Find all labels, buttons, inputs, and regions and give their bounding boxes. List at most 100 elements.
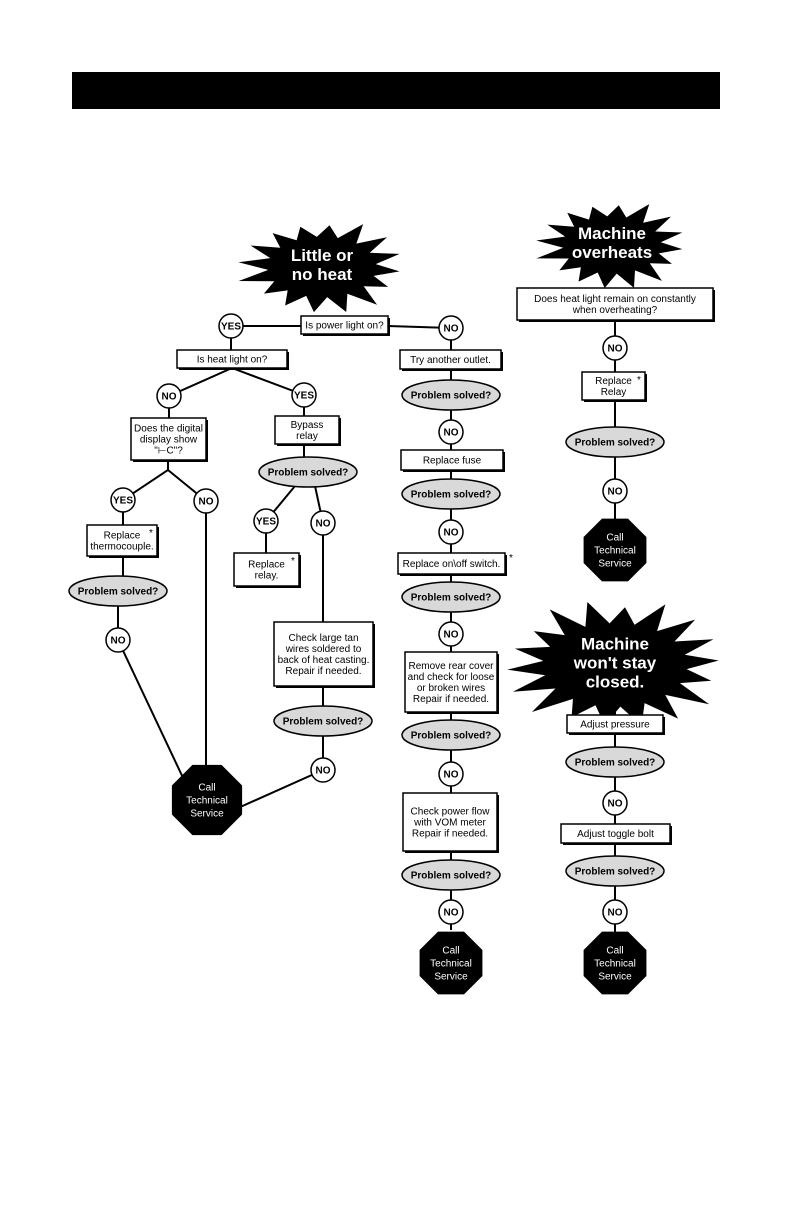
call-technical-service-stop (419, 931, 483, 995)
no-circle (438, 899, 464, 925)
yes-label-line: YES (256, 517, 276, 528)
no-label: NO (316, 766, 331, 777)
no-label-line: NO (111, 636, 126, 647)
problem-solved-label: Problem solved? (411, 391, 492, 402)
box-text-adjust_toggle-line: Adjust toggle bolt (577, 829, 654, 840)
no-label: NO (444, 324, 459, 335)
no-label: NO (444, 908, 459, 919)
no-circle (602, 790, 628, 816)
problem-solved-label-line: Problem solved? (411, 490, 492, 501)
box-text-power_flow-line: Repair if needed. (412, 829, 488, 840)
starburst-title-no_heat-line: no heat (292, 265, 353, 284)
problem-solved-ellipse (401, 719, 501, 751)
box-text-check_tan_wires-line: Check large tan (288, 633, 358, 644)
problem-solved-label-line: Problem solved? (575, 867, 656, 878)
problem-solved-ellipse (68, 575, 168, 607)
box-text-replace_fuse-line: Replace fuse (423, 456, 482, 467)
box-text-bypass_relay-line: Bypass (291, 420, 324, 431)
box-text-check_tan_wires-line: back of heat casting. (278, 655, 370, 666)
no-label: NO (444, 630, 459, 641)
call-technical-service-stop (171, 764, 243, 836)
no-label-line: NO (316, 766, 331, 777)
box-text-replace_switch: Replace on\off switch. (403, 559, 501, 570)
box-text-heat_light-line: Is heat light on? (197, 355, 268, 366)
problem-solved-label-line: Problem solved? (411, 731, 492, 742)
box-text-replace_relay_right-line: Replace (595, 376, 632, 387)
starburst-title-overheats-line: Machine (578, 224, 646, 243)
no-label-line: NO (608, 799, 623, 810)
no-label: NO (444, 528, 459, 539)
yes-label-line: YES (221, 322, 241, 333)
call-service-text-line: Service (190, 809, 224, 820)
no-label-line: NO (199, 497, 214, 508)
box-text-replace_fuse: Replace fuse (423, 456, 482, 467)
starburst-no_heat (238, 224, 400, 313)
box-replace_thermocouple (86, 524, 158, 557)
box-adjust_toggle (560, 823, 671, 844)
box-replace_relay_left (233, 552, 300, 587)
no-label: NO (111, 636, 126, 647)
no-label: NO (608, 799, 623, 810)
header-bar (72, 72, 720, 109)
yes-circle (291, 382, 317, 408)
call-service-text-line: Call (606, 533, 623, 544)
problem-solved-label: Problem solved? (268, 468, 349, 479)
no-label-line: NO (444, 428, 459, 439)
no-label-line: NO (162, 392, 177, 403)
no-label-line: NO (444, 324, 459, 335)
yes-label: YES (256, 517, 276, 528)
yes-circle (218, 313, 244, 339)
asterisk-mark: * (149, 528, 153, 539)
box-digital_display (130, 417, 207, 461)
problem-solved-ellipse (401, 859, 501, 891)
no-label: NO (608, 487, 623, 498)
no-circle (438, 419, 464, 445)
call-service-text-line: Call (198, 783, 215, 794)
box-adjust_pressure (566, 714, 664, 734)
starburst-title-wont_close-line: Machine (581, 635, 649, 654)
problem-solved-label: Problem solved? (283, 717, 364, 728)
starburst-title-overheats-line: overheats (572, 243, 652, 262)
asterisk-mark: * (509, 553, 513, 564)
yes-label: YES (221, 322, 241, 333)
box-replace_fuse (400, 449, 504, 471)
yes-circle (110, 487, 136, 513)
box-text-try_outlet: Try another outlet. (410, 355, 491, 366)
no-circle (602, 335, 628, 361)
call-service-text-line: Technical (594, 959, 636, 970)
starburst-title-wont_close-line: won't stay (573, 654, 657, 673)
connector-line (237, 769, 324, 809)
call-service-text-line: Service (598, 972, 632, 983)
asterisk-mark: * (637, 375, 641, 386)
box-text-digital_display-line: display show (140, 435, 198, 446)
box-try_outlet (399, 349, 502, 370)
no-label: NO (199, 497, 214, 508)
problem-solved-label: Problem solved? (411, 731, 492, 742)
no-label-line: NO (316, 519, 331, 530)
problem-solved-label-line: Problem solved? (283, 717, 364, 728)
box-text-digital_display-line: "⊢C"? (154, 446, 183, 457)
no-circle (156, 383, 182, 409)
box-bypass_relay (274, 415, 340, 445)
box-text-adjust_pressure-line: Adjust pressure (580, 720, 650, 731)
no-label-line: NO (444, 770, 459, 781)
problem-solved-label-line: Problem solved? (575, 758, 656, 769)
yes-label-line: YES (294, 391, 314, 402)
box-text-replace_switch-line: Replace on\off switch. (403, 559, 501, 570)
no-circle (438, 761, 464, 787)
no-label: NO (162, 392, 177, 403)
box-replace_relay_right (581, 371, 646, 401)
call-service-text-line: Service (598, 559, 632, 570)
yes-label: YES (113, 496, 133, 507)
box-text-power_flow-line: Check power flow (411, 807, 491, 818)
box-text-try_outlet-line: Try another outlet. (410, 355, 491, 366)
box-text-check_tan_wires-line: Repair if needed. (285, 666, 361, 677)
box-heat_light (176, 349, 288, 369)
no-label: NO (316, 519, 331, 530)
